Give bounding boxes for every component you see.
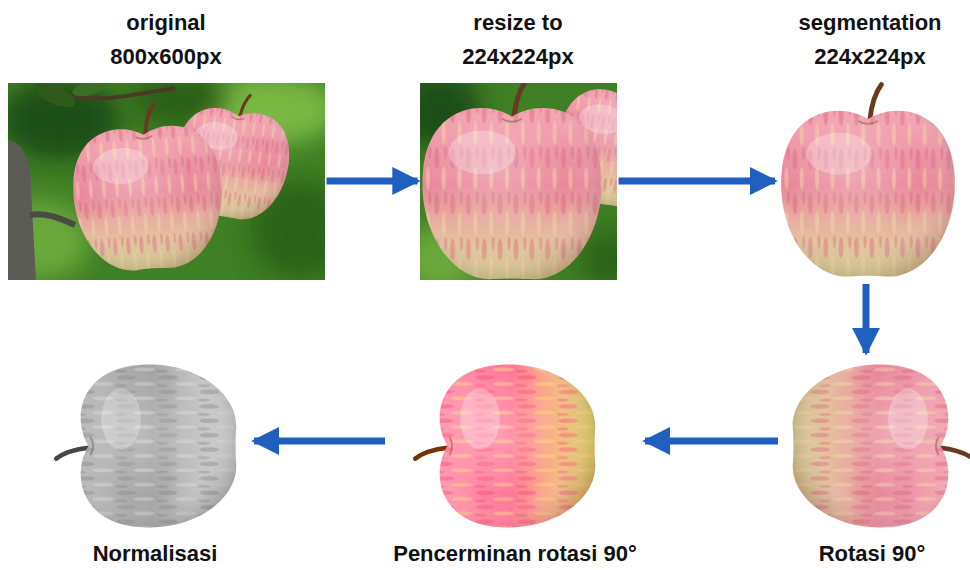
flow-arrow [619,178,776,185]
pipeline-stage: Pencerminan rotasi 90° [387,355,643,568]
flow-arrow [863,284,870,353]
normalised-apple-group [56,365,236,528]
mirrored-apple-group [415,365,595,528]
flow-arrow [645,438,778,445]
stage-label: segmentation 224x224px [785,6,955,74]
normalised-apple [56,365,236,528]
flow-arrow [254,438,385,445]
mirrored-apple [415,365,595,528]
stage-label: Rotasi 90° [819,540,926,568]
apple-front [68,100,227,274]
stage-label: Pencerminan rotasi 90° [393,540,637,568]
resized-photo [420,83,617,280]
foliage-blur [8,83,325,280]
pipeline-stage: Normalisasi [58,355,252,568]
rotated-apple [793,365,970,528]
apple-front [422,83,601,279]
pipeline-stage: Rotasi 90° [780,355,964,568]
pipeline-stage: segmentation 224x224px [777,6,963,282]
leaf [71,83,109,99]
stage-label: original 800x600px [84,6,249,74]
original-photo [8,83,325,280]
pipeline-stage: original 800x600px [8,6,325,282]
leaf [31,83,78,112]
stage-label: Normalisasi [93,540,218,568]
segmented-apple [781,84,955,276]
pipeline-stage: resize to 224x224px [420,6,617,282]
tree-trunk [8,140,36,280]
branch [30,214,75,225]
stage-label: resize to 224x224px [436,6,601,74]
flow-arrow [327,178,418,185]
